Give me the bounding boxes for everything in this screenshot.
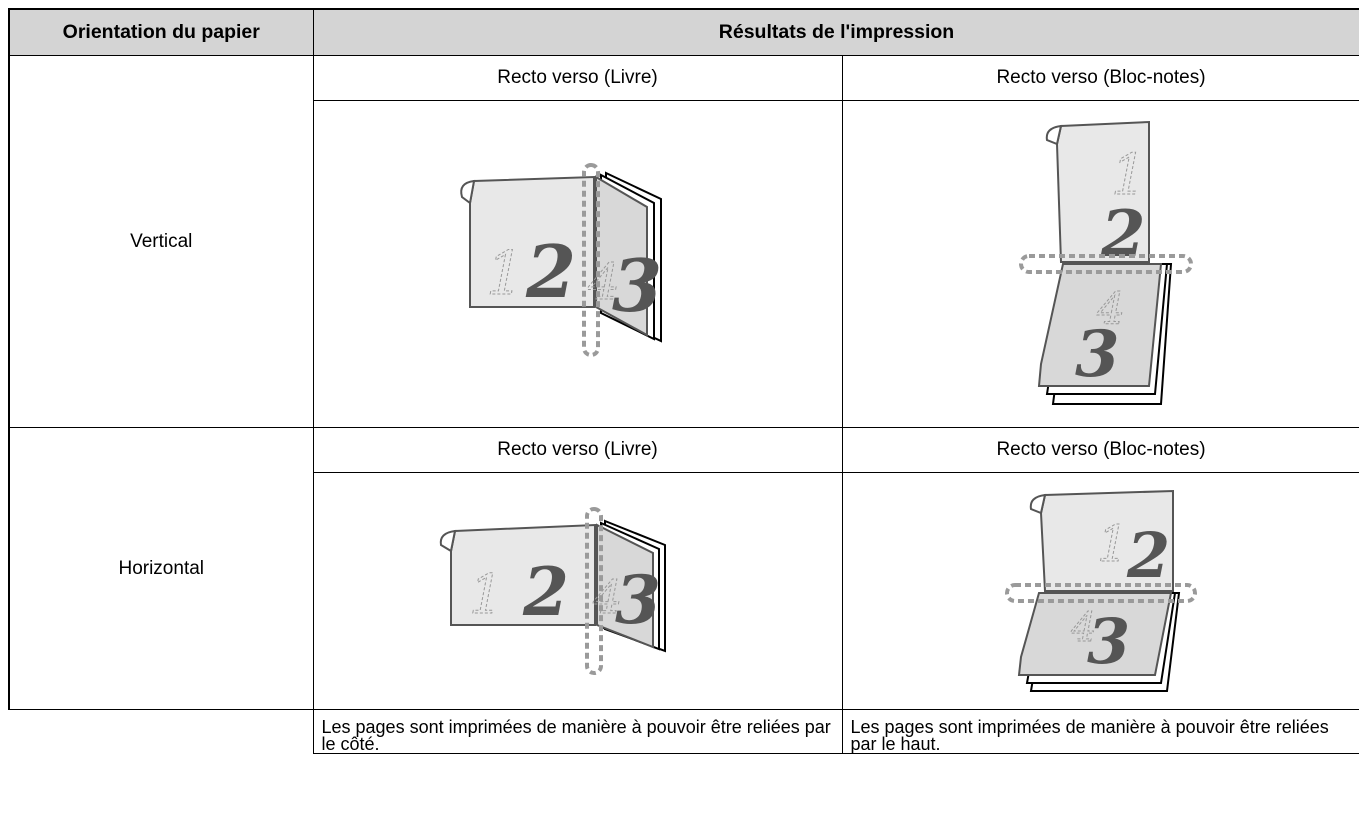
tablet-binding-illustration: 1 2 4 3	[1019, 120, 1193, 405]
digit-3: 3	[1075, 317, 1120, 392]
header-orientation: Orientation du papier	[8, 8, 314, 56]
digit-2: 2	[522, 553, 569, 631]
digit-1: 1	[1111, 143, 1147, 208]
horizontal-tablet-illustration-cell: 1 2 4 3	[841, 472, 1359, 710]
digit-4: 4	[592, 570, 622, 624]
vertical-book-illustration-cell: 1 2 4 3	[312, 100, 843, 428]
digit-1: 1	[1097, 515, 1129, 573]
digit-1: 1	[486, 239, 524, 309]
digit-2: 2	[1100, 197, 1146, 272]
digit-4: 4	[1096, 284, 1125, 335]
print-results-table: Orientation du papier Résultats de l'imp…	[8, 8, 1359, 754]
horizontal-tablet-label: Recto verso (Bloc-notes)	[841, 427, 1359, 473]
digit-3: 3	[612, 243, 662, 328]
digit-4: 4	[587, 253, 620, 311]
book-binding-illustration: 1 2 4 3	[459, 163, 662, 357]
tablet-description: Les pages sont imprimées de manière à po…	[841, 709, 1359, 754]
digit-2: 2	[1126, 519, 1170, 592]
header-results: Résultats de l'impression	[312, 8, 1359, 56]
horizontal-book-label: Recto verso (Livre)	[312, 427, 843, 473]
digit-2: 2	[525, 229, 576, 314]
book-binding-illustration: 1 2 4 3	[439, 507, 666, 675]
orientation-horizontal: Horizontal	[8, 427, 314, 710]
digit-4: 4	[1070, 605, 1096, 651]
digit-3: 3	[1087, 605, 1130, 678]
digit-3: 3	[615, 561, 661, 639]
orientation-vertical: Vertical	[8, 55, 314, 428]
vertical-book-label: Recto verso (Livre)	[312, 55, 843, 101]
digit-1: 1	[469, 563, 503, 626]
vertical-tablet-illustration-cell: 1 2 4 3	[841, 100, 1359, 428]
tablet-binding-illustration: 1 2 4 3	[1005, 489, 1197, 692]
horizontal-book-illustration-cell: 1 2 4 3	[312, 472, 843, 710]
vertical-tablet-label: Recto verso (Bloc-notes)	[841, 55, 1359, 101]
book-description: Les pages sont imprimées de manière à po…	[312, 709, 843, 754]
footer-blank-cell	[9, 709, 314, 754]
